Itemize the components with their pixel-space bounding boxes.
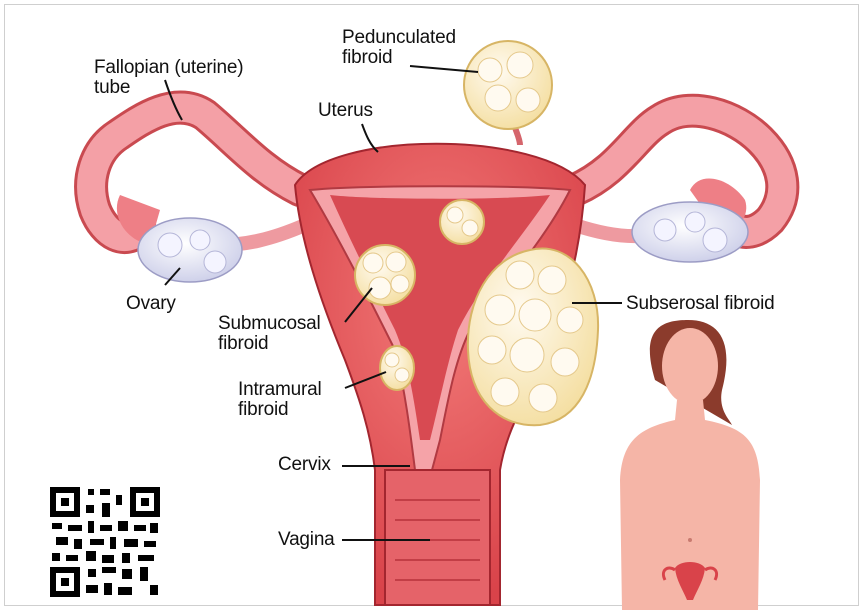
left-ovary: [138, 218, 242, 282]
vagina-label: Vagina: [278, 530, 335, 550]
vagina-label-text: Vagina: [278, 530, 335, 550]
cervix-label: Cervix: [278, 455, 331, 475]
fallopian-tube-label-line1: Fallopian (uterine): [94, 58, 243, 78]
ovary-label: Ovary: [126, 294, 176, 314]
subserosal-label-text: Subserosal fibroid: [626, 294, 774, 314]
pedunculated-label-line1: Pedunculated: [342, 28, 456, 48]
qr-code-icon: [50, 487, 160, 597]
intramural-label-line1: Intramural: [238, 380, 322, 400]
fallopian-tube-label: Fallopian (uterine) tube: [94, 58, 243, 98]
right-ovary: [632, 202, 748, 262]
body-silhouette: [620, 320, 760, 610]
pedunculated-fibroid-label: Pedunculated fibroid: [342, 28, 456, 68]
ovary-label-text: Ovary: [126, 294, 176, 314]
pedunculated-fibroid: [464, 41, 552, 145]
submucosal-label-line1: Submucosal: [218, 314, 321, 334]
submucosal-fibroid: [355, 245, 415, 305]
uterus-label: Uterus: [318, 101, 373, 121]
submucosal-label-line2: fibroid: [218, 334, 321, 354]
intramural-fibroid: [380, 346, 414, 390]
fallopian-tube-label-line2: tube: [94, 78, 243, 98]
submucosal-fibroid-label: Submucosal fibroid: [218, 314, 321, 354]
intramural-label-line2: fibroid: [238, 400, 322, 420]
subserosal-fibroid-label: Subserosal fibroid: [626, 294, 774, 314]
intramural-fibroid-label: Intramural fibroid: [238, 380, 322, 420]
pedunculated-label-line2: fibroid: [342, 48, 456, 68]
uterus-label-text: Uterus: [318, 101, 373, 121]
fundal-fibroid: [440, 200, 484, 244]
cervix-label-text: Cervix: [278, 455, 331, 475]
